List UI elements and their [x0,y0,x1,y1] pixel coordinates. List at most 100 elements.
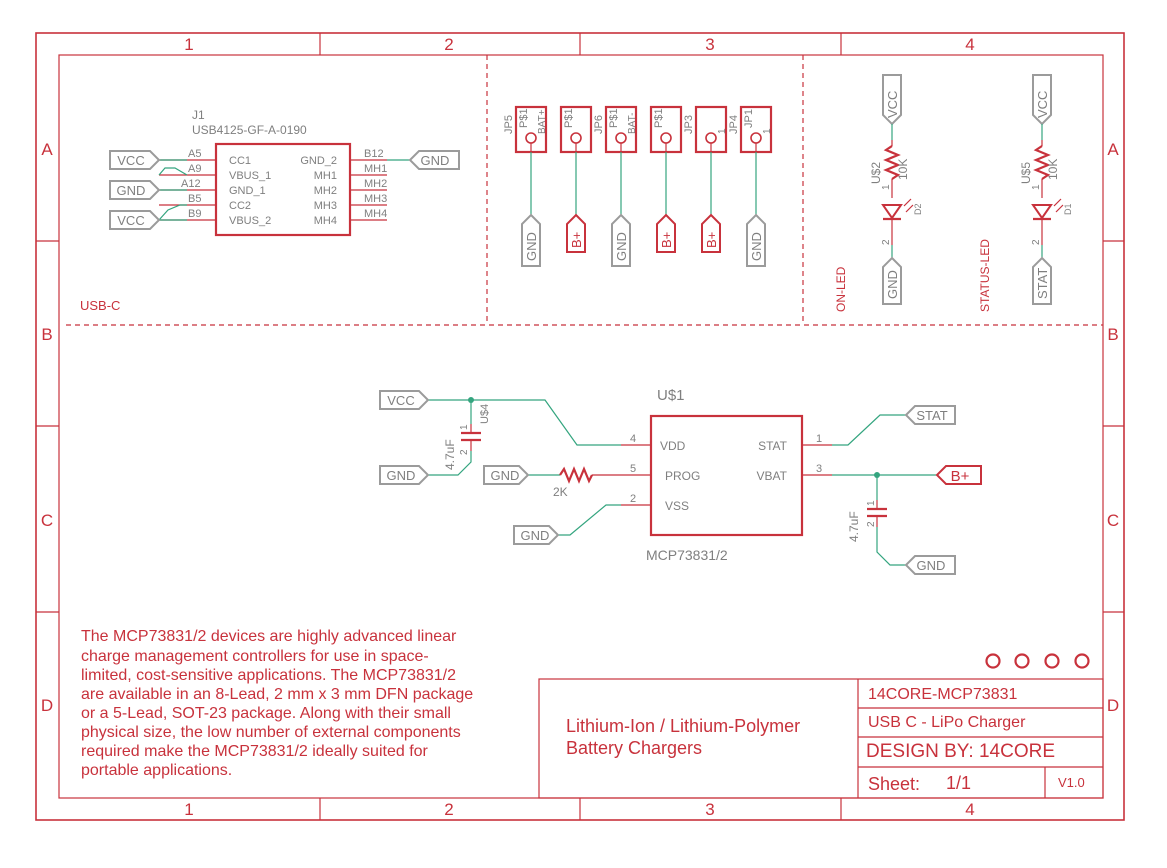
column-label: 1 [184,800,193,819]
net-label-stat[interactable]: STAT [904,405,956,425]
row-label: C [41,511,53,530]
net-label-vcc[interactable]: VCC [109,210,161,230]
input-capacitor[interactable] [461,424,481,451]
net-label-gnd[interactable]: GND [882,256,902,305]
net-label-vcc[interactable]: VCC [882,74,902,126]
pad-icon [525,132,537,144]
usb-pin-number: A5 [188,148,201,160]
svg-text:B+: B+ [951,468,970,485]
usb-pin-name: MH2 [314,185,337,197]
pad-icon [570,132,582,144]
row-label: B [1107,325,1118,344]
solder-pad[interactable]: P$1 [559,105,593,215]
usb-pin-name: CC1 [229,155,251,167]
column-label: 4 [965,800,974,819]
net-label-gnd[interactable]: GND [379,465,430,485]
svg-text:VCC: VCC [885,91,900,118]
row-label: A [1107,140,1119,159]
chip-pin-name: VBAT [757,469,788,483]
svg-text:U$2: U$2 [869,162,883,184]
title-line-1: Lithium-Ion / Lithium-Polymer [566,716,800,736]
svg-text:VCC: VCC [387,393,414,408]
chip-pin-number: 1 [816,433,822,445]
net-label-gnd[interactable]: GND [611,213,631,267]
net-label-vcc[interactable]: VCC [379,390,430,410]
usb-pin-number: MH1 [364,163,387,175]
net-label-gnd[interactable]: GND [746,213,766,267]
net-label-gnd[interactable]: GND [521,213,541,267]
chip-pin-number: 5 [630,463,636,475]
usb-c-connector[interactable]: J1 USB4125-GF-A-0190 A5 A9 A12 B5 B9 CC1… [158,108,410,237]
svg-text:10K: 10K [1046,159,1060,180]
chip-ref: U$1 [657,387,685,404]
usb-pin-number: MH2 [364,178,387,190]
net-label-gnd[interactable]: GND [513,525,560,545]
column-label: 1 [184,35,193,54]
usb-pin-name: VBUS_1 [229,170,271,182]
usb-part-number: USB4125-GF-A-0190 [192,123,307,137]
net-label-gnd[interactable]: GND [483,465,530,485]
svg-text:B+: B+ [569,232,584,248]
chip-pin-name: VSS [665,499,689,513]
column-label: 3 [705,35,714,54]
net-label-vcc[interactable]: VCC [109,150,161,170]
svg-text:D1: D1 [1063,203,1073,215]
prog-resistor[interactable] [528,466,621,484]
pad-name: P$1 [518,108,530,128]
chip-pin-number: 4 [630,433,636,445]
usb-pin-name: CC2 [229,200,251,212]
pad-name: JP1 [743,109,755,128]
mcp73831-chip[interactable]: VDD PROG VSS STAT VBAT [649,414,804,537]
svg-text:D2: D2 [913,203,923,215]
output-capacitor[interactable] [867,500,887,527]
svg-text:GND: GND [387,468,416,483]
svg-text:or a 5-Lead, SOT-23 package. A: or a 5-Lead, SOT-23 package. Along with … [81,705,451,722]
usb-pin-name: MH1 [314,170,337,182]
chip-pin-number: 2 [630,493,636,505]
section-label-led: ON-LED [834,266,848,312]
led-icon [1031,204,1053,220]
solder-pad[interactable]: P$1 [649,105,683,215]
usb-pin-name: MH4 [314,215,337,227]
pad-ref: JP4 [728,115,740,134]
mounting-hole-icon [985,653,1001,669]
svg-text:GND: GND [521,528,550,543]
pad-ref: JP5 [503,115,515,134]
svg-text:B+: B+ [659,232,674,248]
mounting-hole-icon [1044,653,1060,669]
mounting-hole-icon [1014,653,1030,669]
net-label-bplus[interactable]: B+ [566,213,586,253]
pad-pin: BAT- [627,113,638,134]
usb-pin-number: A12 [181,178,201,190]
svg-text:GND: GND [614,232,629,261]
pad-ref: JP6 [593,115,605,134]
usb-pin-number: A9 [188,163,201,175]
pad-name: P$1 [608,108,620,128]
svg-text:are available in an 8-Lead, 2: are available in an 8-Lead, 2 mm x 3 mm … [81,686,473,703]
net-label-bplus[interactable]: B+ [935,465,982,485]
svg-text:10K: 10K [896,159,910,180]
net-label-bplus[interactable]: B+ [701,213,721,253]
svg-text:2: 2 [881,239,892,245]
svg-text:VCC: VCC [117,153,144,168]
svg-text:U$5: U$5 [1019,162,1033,184]
svg-text:GND: GND [917,558,946,573]
net-label-gnd[interactable]: GND [109,180,161,200]
net-label-gnd[interactable]: GND [904,555,956,575]
svg-text:GND: GND [421,153,450,168]
chip-part-number: MCP73831/2 [646,547,728,563]
net-label-bplus[interactable]: B+ [656,213,676,253]
net-label-vcc[interactable]: VCC [1032,74,1052,126]
svg-text:GND: GND [491,468,520,483]
usb-pin-number: B5 [188,193,201,205]
project-subtitle: USB C - LiPo Charger [868,714,1026,731]
net-label-gnd[interactable]: GND [408,150,460,170]
net-label-stat[interactable]: STAT [1032,256,1052,305]
